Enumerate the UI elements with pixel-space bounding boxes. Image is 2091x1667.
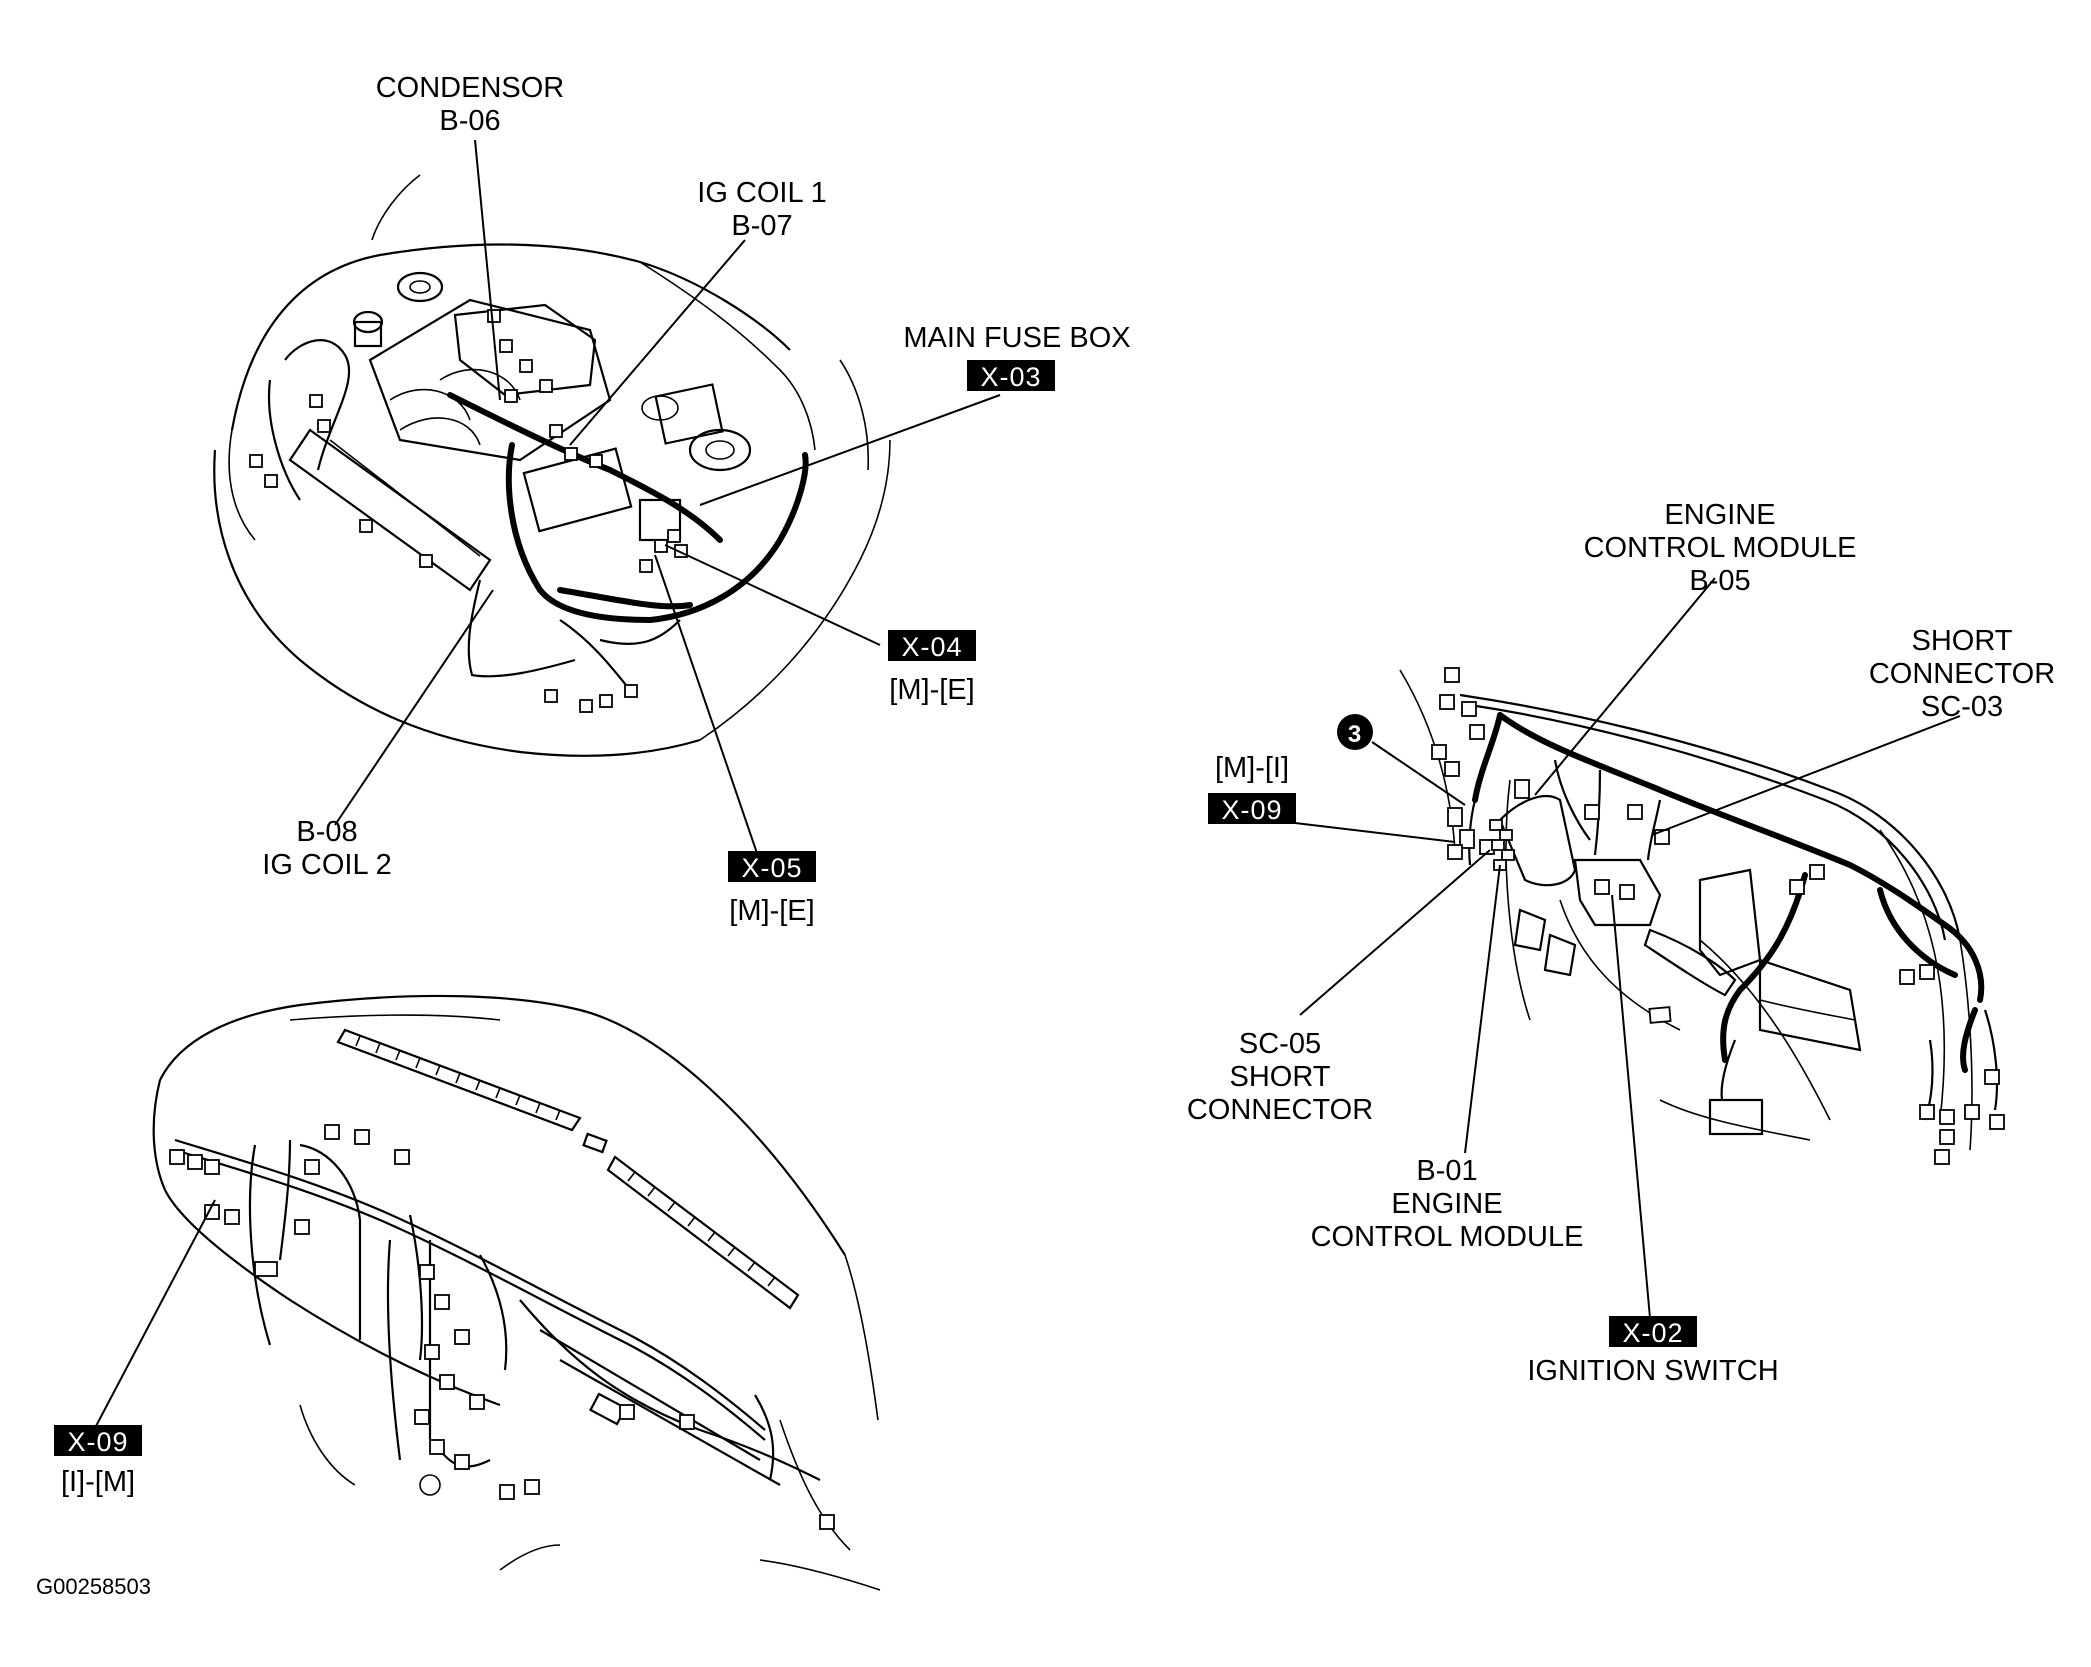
engine-compartment-drawing — [213, 174, 891, 757]
condensor-label: CONDENSOR B-06 — [376, 72, 565, 137]
x04-code: X-04 — [901, 632, 962, 662]
engine-leader-lines — [334, 139, 1001, 863]
x09-left-code: X-09 — [67, 1427, 128, 1457]
sc05-label: SC-05 SHORT CONNECTOR — [1187, 1028, 1373, 1126]
x09-left-tag — [54, 1425, 142, 1456]
main-fuse-box-name: MAIN FUSE BOX — [903, 322, 1130, 354]
x02-label: X-02 IGNITION SWITCH — [1527, 1316, 1779, 1387]
ecm-bottom-line1: ENGINE — [1391, 1188, 1502, 1220]
x04-tag — [888, 630, 976, 661]
x05-label: X-05 [M]-[E] — [728, 851, 816, 927]
ecm-top-line1: ENGINE — [1664, 499, 1775, 531]
x09-right-code: X-09 — [1221, 795, 1282, 825]
x02-name: IGNITION SWITCH — [1527, 1355, 1778, 1387]
sc05-code: SC-05 — [1239, 1028, 1321, 1060]
x02-tag — [1609, 1316, 1697, 1347]
sc05-line2: CONNECTOR — [1187, 1094, 1373, 1126]
sc03-code: SC-03 — [1921, 691, 2003, 723]
x05-tag — [728, 851, 816, 882]
x09-right-sub: [M]-[I] — [1215, 752, 1289, 784]
x09-right-tag — [1208, 793, 1296, 824]
ground-point-3-badge — [1337, 714, 1373, 750]
main-fuse-box-label: MAIN FUSE BOX X-03 — [903, 322, 1130, 392]
x09-right-label: [M]-[I] X-09 — [1208, 752, 1296, 825]
x05-code: X-05 — [741, 853, 802, 883]
ig-coil-1-label: IG COIL 1 B-07 — [697, 177, 826, 242]
x04-sub: [M]-[E] — [889, 674, 974, 706]
x05-sub: [M]-[E] — [729, 895, 814, 927]
ecm-top-code: B-05 — [1689, 565, 1750, 597]
ig-coil-2-code: B-08 — [296, 816, 357, 848]
ig-coil-1-name: IG COIL 1 — [697, 177, 826, 209]
ecm-top-label: ENGINE CONTROL MODULE B-05 — [1584, 499, 1857, 597]
sc03-line1: SHORT — [1912, 625, 2013, 657]
ground-number: 3 — [1348, 721, 1362, 748]
ig-coil-2-name: IG COIL 2 — [262, 849, 391, 881]
condensor-code: B-06 — [439, 105, 500, 137]
x09-left-label: X-09 [I]-[M] — [54, 1425, 142, 1498]
instrument-panel-drawing: 3 — [1337, 667, 2005, 1165]
panel-leader-lines — [1294, 577, 1961, 1319]
ig-coil-1-code: B-07 — [731, 210, 792, 242]
ig-coil-2-label: B-08 IG COIL 2 — [262, 816, 391, 881]
main-fuse-box-tag — [967, 360, 1055, 391]
ecm-bottom-code: B-01 — [1416, 1155, 1477, 1187]
main-fuse-box-code: X-03 — [980, 362, 1041, 392]
figure-id: G00258503 — [36, 1574, 151, 1599]
x02-code: X-02 — [1622, 1318, 1683, 1348]
ecm-bottom-label: B-01 ENGINE CONTROL MODULE — [1311, 1155, 1584, 1253]
x09-left-sub: [I]-[M] — [61, 1466, 135, 1498]
condensor-name: CONDENSOR — [376, 72, 565, 104]
sc03-line2: CONNECTOR — [1869, 658, 2055, 690]
x04-label: X-04 [M]-[E] — [888, 630, 976, 706]
dashboard-leader-lines — [94, 1199, 216, 1429]
sc03-label: SHORT CONNECTOR SC-03 — [1869, 625, 2055, 723]
ecm-bottom-line2: CONTROL MODULE — [1311, 1221, 1584, 1253]
dashboard-drawing — [152, 994, 881, 1591]
sc05-line1: SHORT — [1230, 1061, 1331, 1093]
ecm-top-line2: CONTROL MODULE — [1584, 532, 1857, 564]
